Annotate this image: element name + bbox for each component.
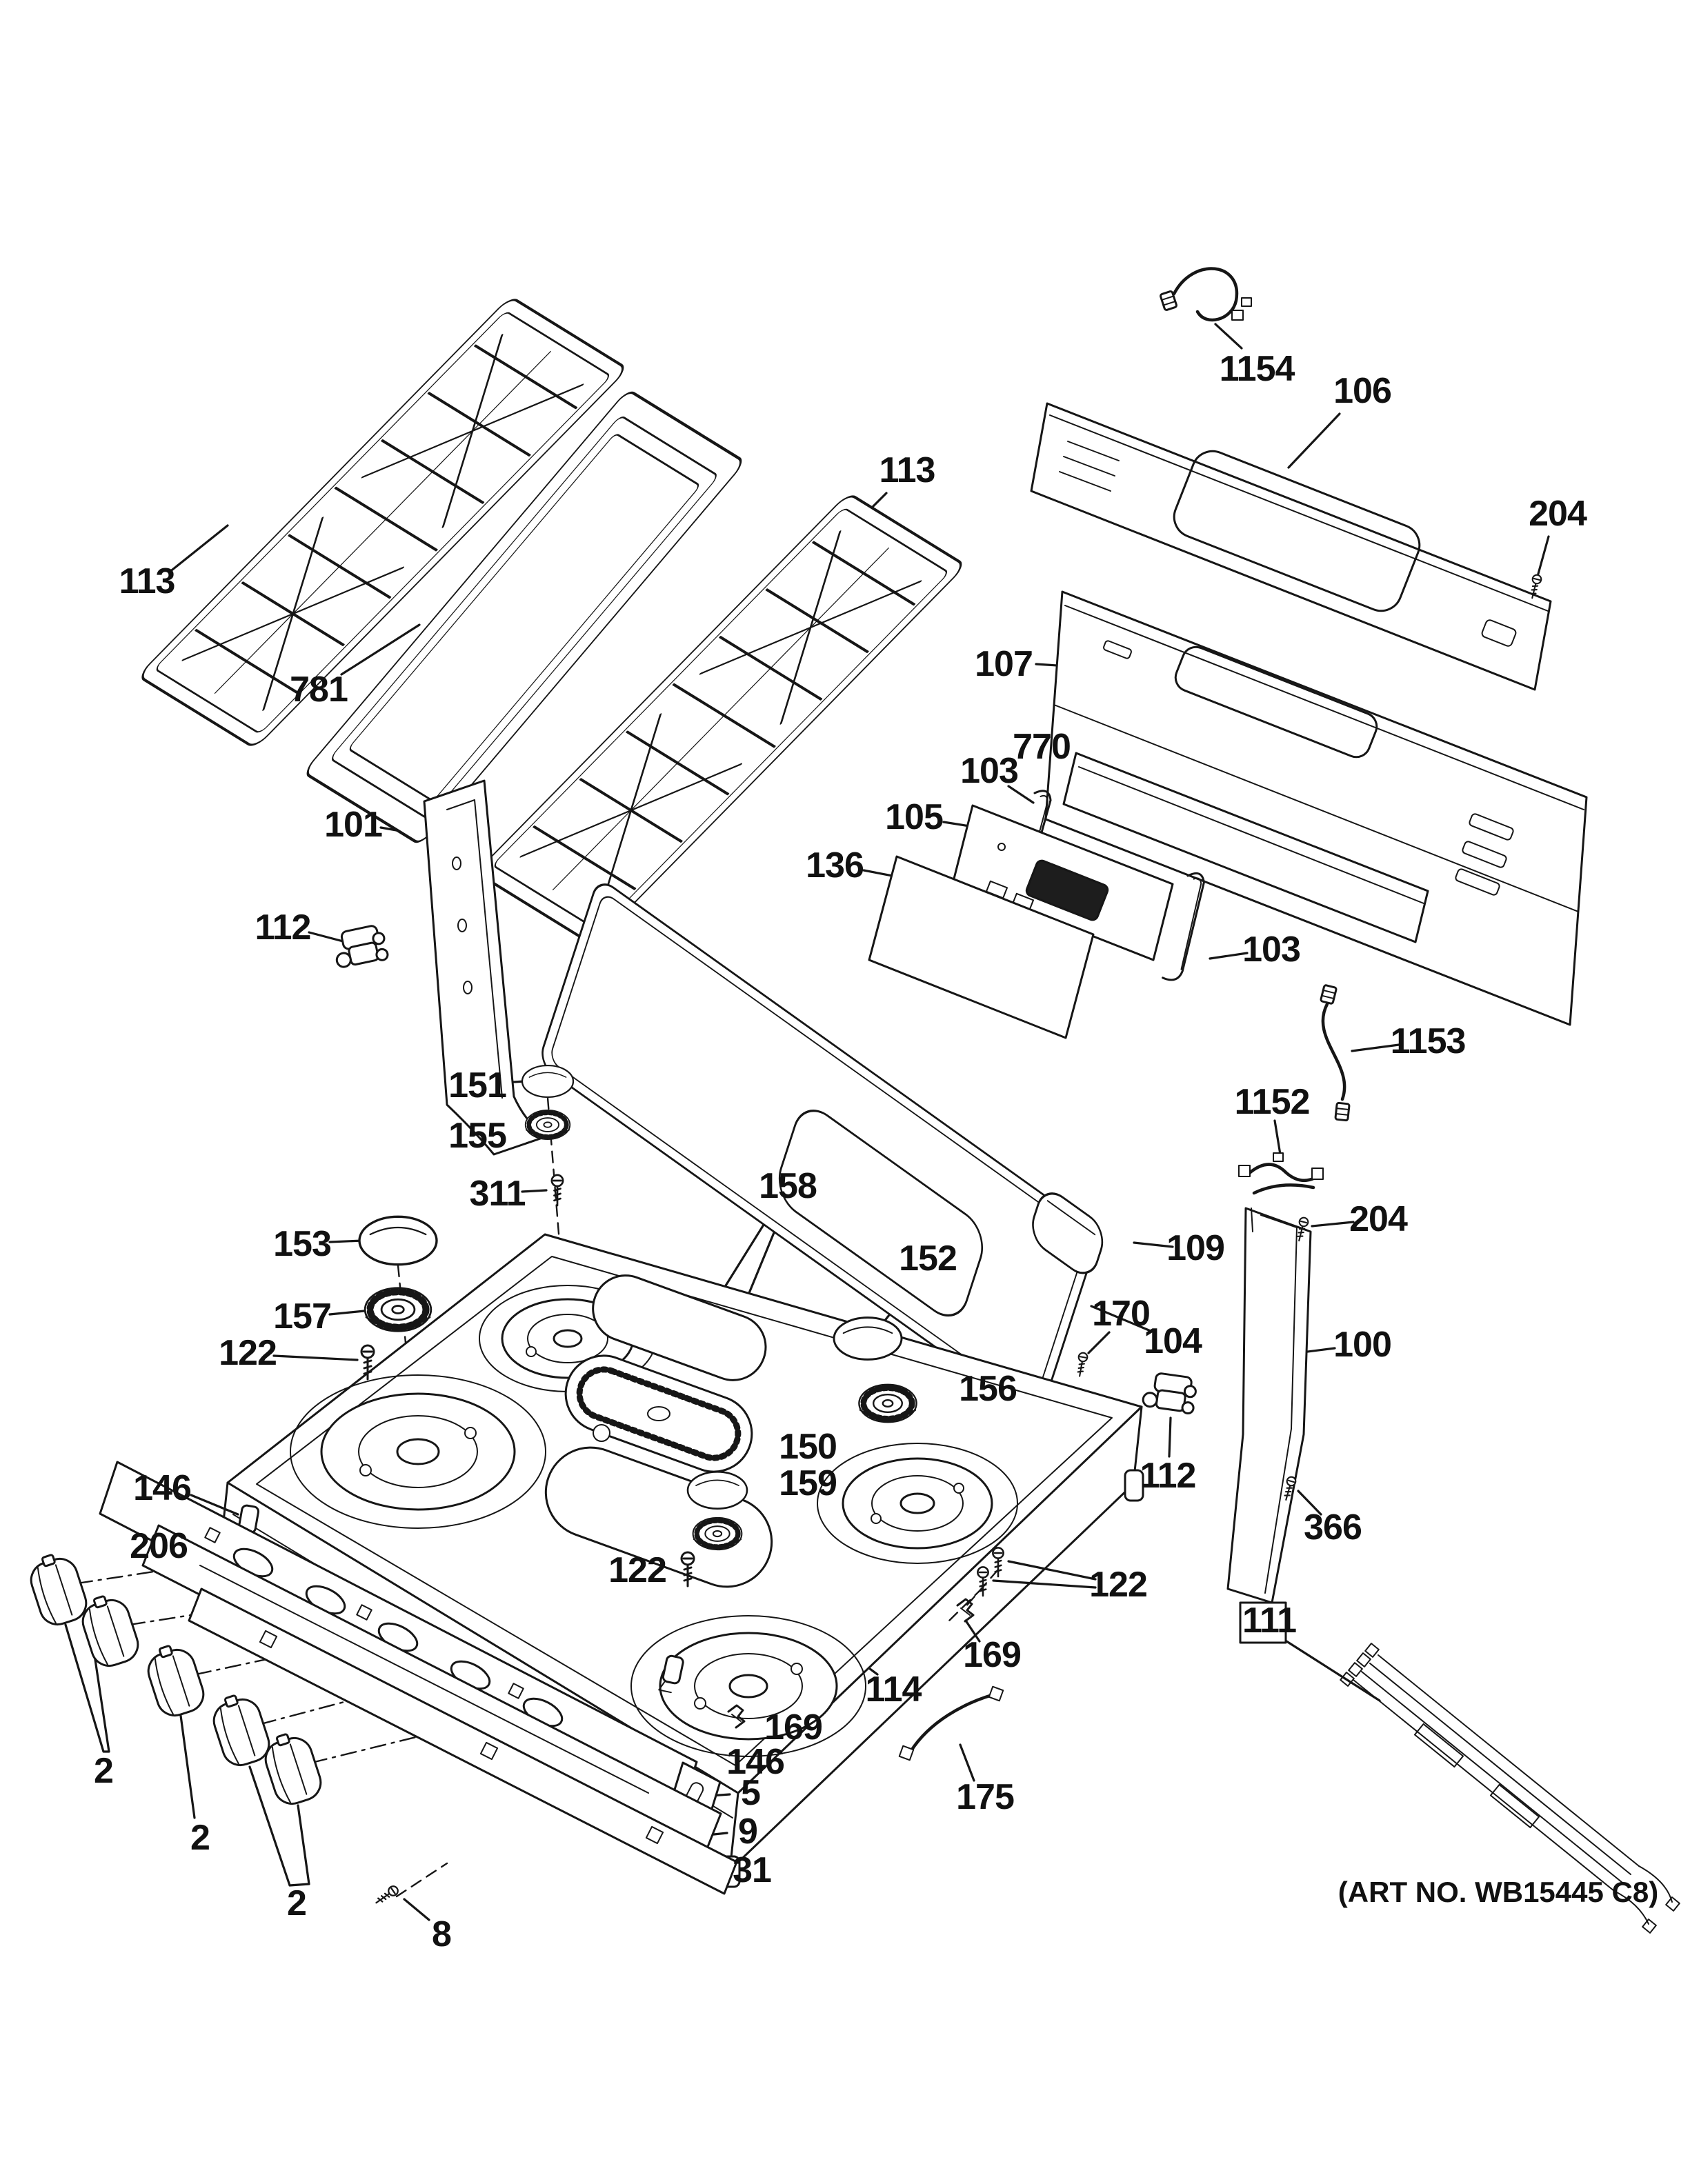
backsplash-cap-109: [1032, 1192, 1104, 1274]
burner-head-156: [859, 1385, 916, 1422]
callout-114: 114: [865, 1670, 922, 1710]
burner-base-left-front: [290, 1374, 546, 1529]
wire-harness-111: [1340, 1643, 1680, 1934]
bracket-112-left: [330, 923, 390, 971]
callout-770: 770: [1013, 727, 1071, 767]
callout-122-center: 122: [608, 1550, 667, 1590]
igniter-wire-175: [898, 1685, 1004, 1761]
callout-8: 8: [432, 1914, 452, 1954]
callout-152: 152: [899, 1239, 957, 1279]
callout-150: 150: [779, 1427, 837, 1467]
callout-100: 100: [1333, 1325, 1392, 1365]
callout-1153: 1153: [1390, 1021, 1467, 1061]
callout-156: 156: [959, 1369, 1017, 1409]
wire-harness-1152: [1238, 1152, 1324, 1195]
callout-159: 159: [779, 1463, 837, 1503]
knob-1: [23, 1547, 92, 1630]
callout-366: 366: [1304, 1507, 1362, 1547]
callout-113-grate-right: 113: [879, 450, 936, 490]
screw-8: [372, 1883, 401, 1907]
callout-106: 106: [1333, 371, 1392, 411]
callout-1154: 1154: [1219, 349, 1295, 389]
burner-base-right-rear: [817, 1443, 1018, 1564]
callout-169-upper: 169: [963, 1635, 1022, 1675]
knob-4: [206, 1688, 275, 1771]
callout-781-griddle: 781: [290, 670, 348, 710]
screw-122-right-a: [992, 1547, 1004, 1578]
callout-155: 155: [448, 1116, 507, 1156]
callout-111: 111: [1242, 1601, 1297, 1641]
rear-panel-upper-106: [1030, 402, 1552, 691]
callout-5: 5: [741, 1773, 761, 1813]
callout-122-right: 122: [1089, 1565, 1148, 1605]
burner-cap-152: [833, 1316, 903, 1361]
side-trim-left-101: [423, 779, 548, 1156]
control-overlay-136: [868, 855, 1095, 1039]
callout-113-grate-left: 113: [119, 561, 176, 601]
callout-101: 101: [324, 805, 383, 845]
burner-head-159: [693, 1518, 742, 1550]
callout-153: 153: [273, 1224, 332, 1264]
callout-175: 175: [956, 1777, 1015, 1817]
callout-311: 311: [469, 1174, 526, 1214]
callout-146-front: 146: [726, 1742, 785, 1782]
knob-3: [141, 1639, 210, 1721]
backsplash-panel-104: [541, 883, 1104, 1414]
callout-158: 158: [759, 1166, 817, 1206]
callout-1152: 1152: [1234, 1082, 1311, 1122]
burner-base-front-center: [630, 1615, 866, 1757]
screw-170: [1074, 1351, 1089, 1378]
callout-136: 136: [806, 845, 864, 885]
burner-cap-151: [521, 1064, 575, 1099]
rear-panel-107: [1044, 590, 1588, 1026]
callout-2-middle: 2: [190, 1818, 210, 1858]
art-number: (ART NO. WB15445 C8): [1338, 1876, 1659, 1908]
callout-109: 109: [1166, 1228, 1225, 1268]
control-board-105: [952, 804, 1174, 961]
callout-9: 9: [738, 1812, 758, 1852]
callout-103-left: 103: [960, 751, 1019, 791]
callout-169-lower: 169: [764, 1707, 823, 1747]
wire-harness-1153: [1319, 983, 1351, 1122]
side-trim-right-100: [1226, 1207, 1312, 1644]
griddle-plate: [306, 391, 742, 843]
callout-151: 151: [448, 1065, 507, 1105]
burner-cap-150: [686, 1471, 748, 1510]
callout-204-rear: 204: [1529, 494, 1587, 534]
callout-112-left: 112: [255, 908, 312, 948]
bracket-112-right: [1141, 1370, 1199, 1416]
callout-146-left: 146: [133, 1468, 192, 1508]
wire-harness-1154: [1159, 267, 1252, 322]
callout-107: 107: [975, 644, 1033, 684]
callout-104: 104: [1144, 1321, 1202, 1361]
callout-157: 157: [273, 1296, 332, 1336]
burner-head-157: [365, 1288, 431, 1332]
screw-311: [550, 1174, 564, 1207]
callout-31: 31: [733, 1850, 772, 1890]
burner-head-155: [526, 1110, 570, 1139]
screw-122-right-b: [977, 1566, 989, 1597]
callout-103-right: 103: [1242, 930, 1301, 970]
callout-206: 206: [130, 1526, 188, 1566]
callout-122-left: 122: [219, 1333, 277, 1373]
callout-105: 105: [885, 797, 944, 837]
callout-2-left-pair: 2: [94, 1751, 114, 1791]
clip-169-upper: [956, 1598, 975, 1623]
callout-170: 170: [1092, 1294, 1151, 1334]
lower-panel-31: [188, 1587, 738, 1895]
callout-204-mid: 204: [1349, 1199, 1408, 1239]
callout-112-right: 112: [1140, 1456, 1197, 1496]
callout-2-right-pair: 2: [287, 1883, 307, 1923]
oval-burner-assembly-158: [544, 1274, 773, 1588]
deflector-770: [1062, 752, 1429, 943]
burner-cap-153: [358, 1215, 438, 1266]
